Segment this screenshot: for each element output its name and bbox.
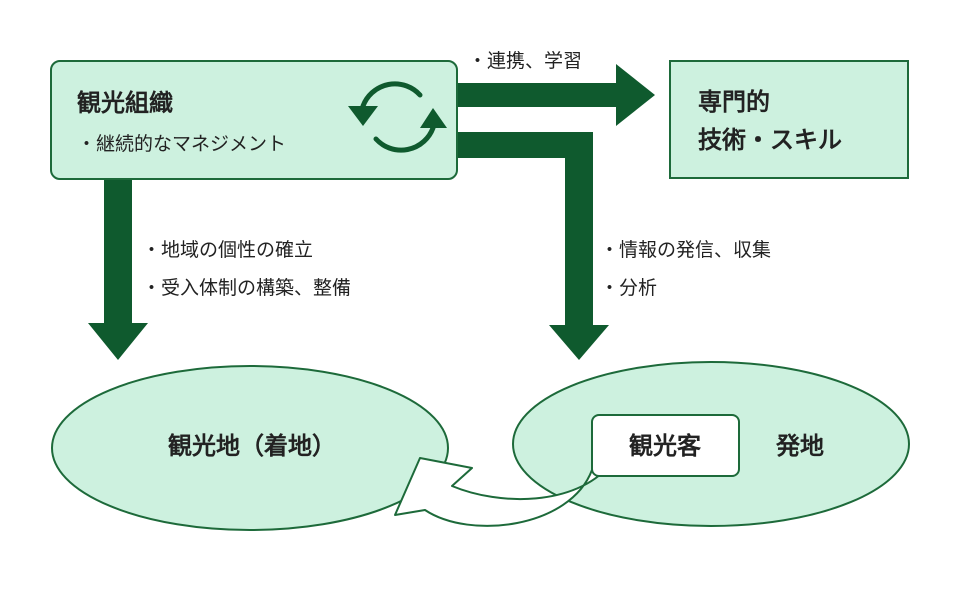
expert-title-line2: 技術・スキル xyxy=(698,126,842,154)
arrow-org-to-destination xyxy=(88,180,148,360)
origin-label: 発地 xyxy=(775,432,824,460)
destination-ellipse xyxy=(51,365,449,531)
right-label-1: ・情報の発信、収集 xyxy=(600,239,771,261)
refresh-cycle-icon xyxy=(348,81,447,153)
org-title: 観光組織 xyxy=(77,89,173,117)
left-label-2: ・受入体制の構築、整備 xyxy=(142,277,351,299)
expert-title-line1: 専門的 xyxy=(698,88,770,116)
right-label-2: ・分析 xyxy=(600,277,657,299)
destination-label: 観光地（着地） xyxy=(168,432,336,460)
tourist-label: 観光客 xyxy=(629,432,702,460)
tourist-box xyxy=(591,414,740,477)
arrow-org-to-origin xyxy=(458,132,609,360)
curved-return-arrow xyxy=(394,457,611,527)
expert-box xyxy=(669,60,909,179)
org-box xyxy=(50,60,458,180)
arrow-org-to-expert xyxy=(458,64,655,126)
org-subtitle: ・継続的なマネジメント xyxy=(77,133,286,155)
left-label-1: ・地域の個性の確立 xyxy=(142,239,313,261)
collaboration-label: ・連携、学習 xyxy=(468,50,582,72)
